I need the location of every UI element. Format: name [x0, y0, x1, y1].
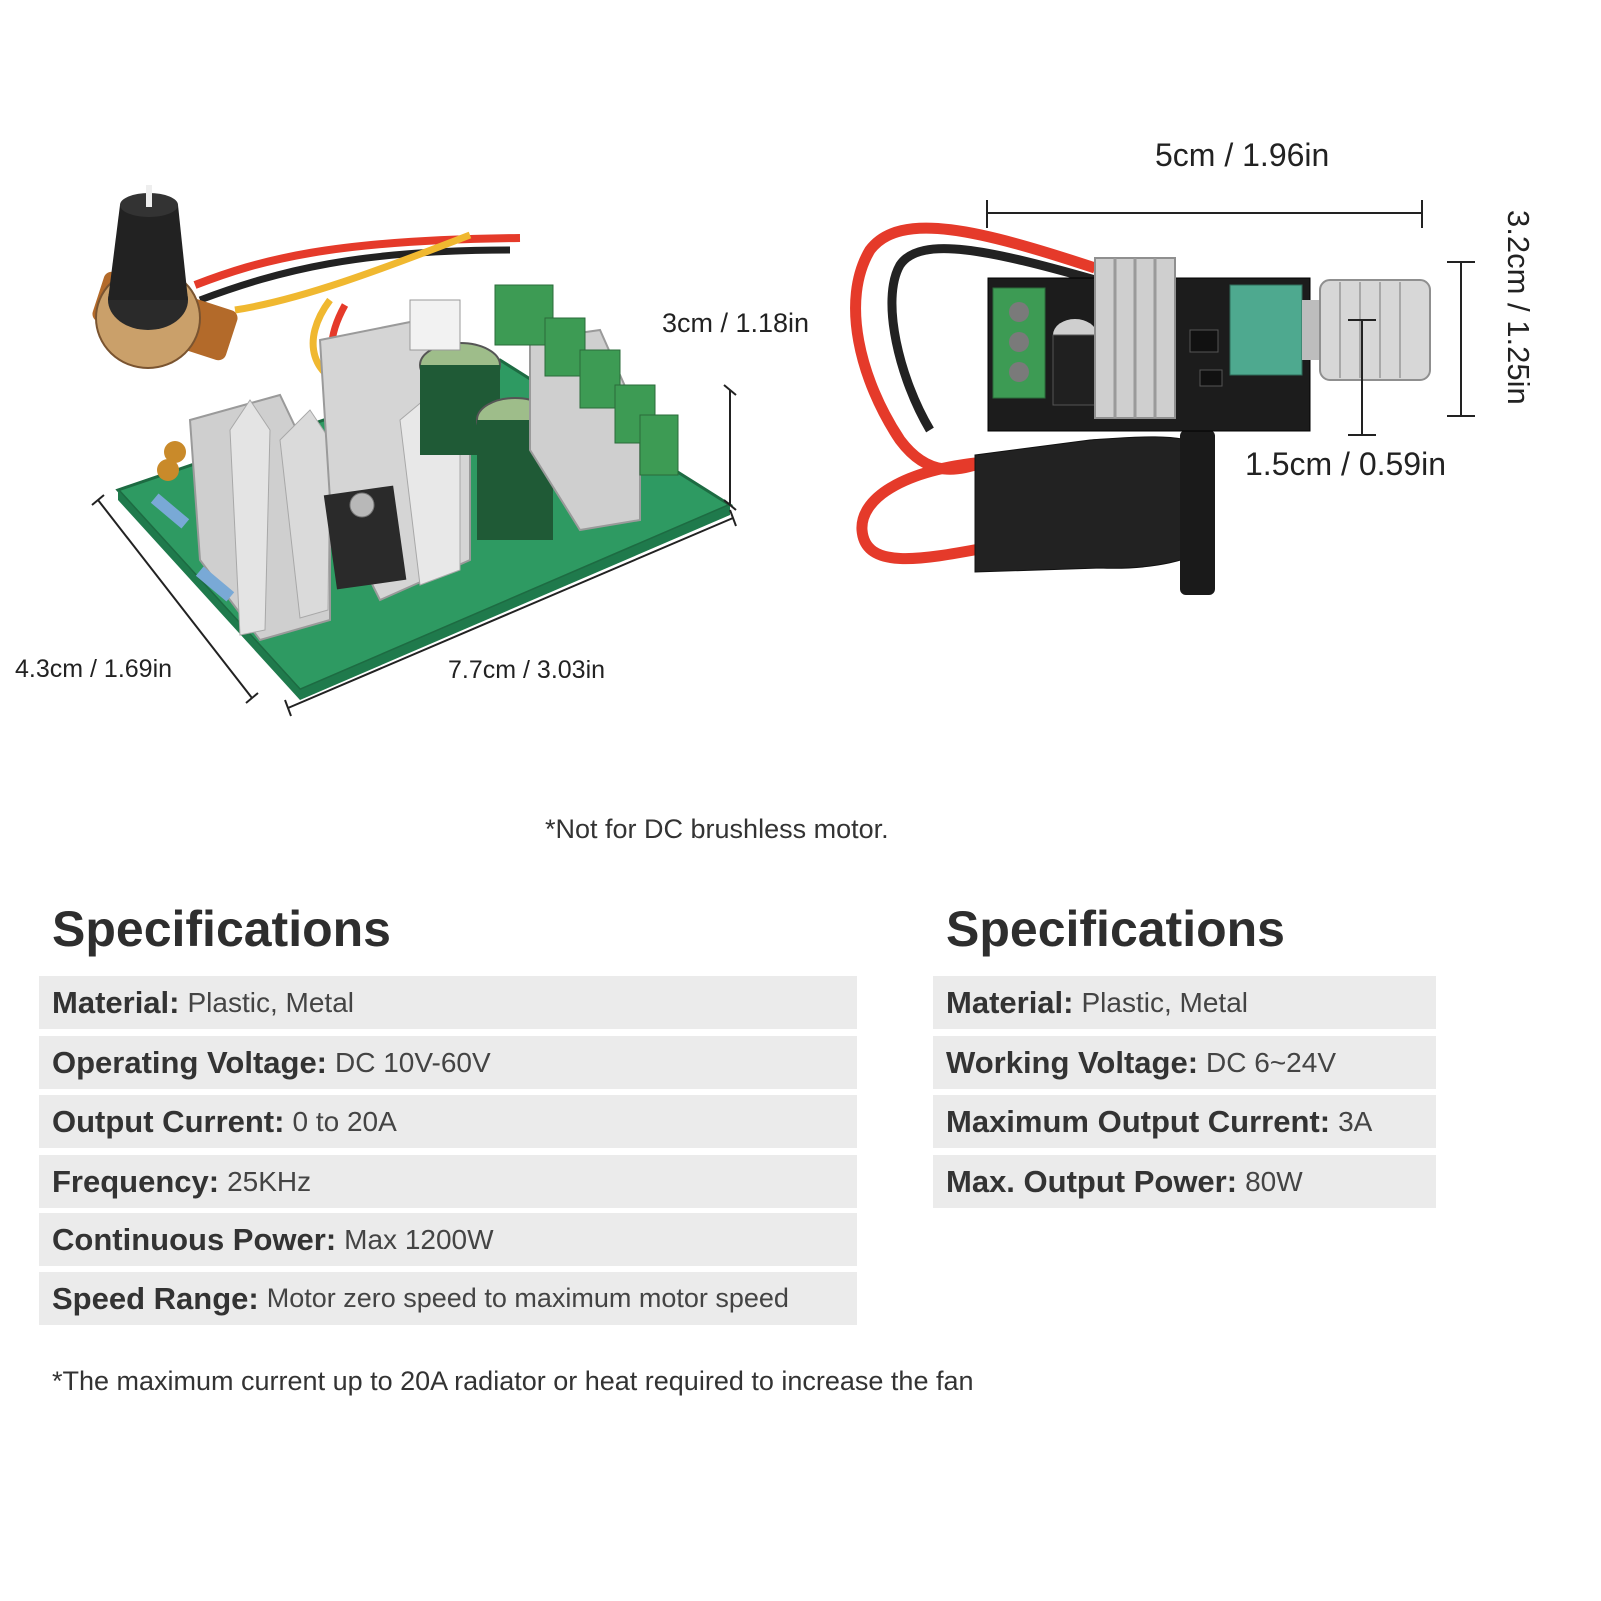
spec-key: Material: [52, 984, 180, 1020]
spec-key: Operating Voltage: [52, 1044, 328, 1080]
small-board-knob-label: 1.5cm / 0.59in [1245, 446, 1446, 482]
large-board-dimension-lines [91, 384, 737, 717]
spec-row: Max. Output Power: 80W [933, 1155, 1436, 1208]
spec-key: Speed Range: [52, 1280, 259, 1316]
small-board-length-label: 5cm / 1.96in [1155, 137, 1330, 173]
spec-value: DC 10V-60V [335, 1046, 491, 1078]
spec-key: Working Voltage: [946, 1044, 1199, 1080]
small-board-dimension-lines [986, 200, 1475, 436]
spec-key: Frequency: [52, 1163, 220, 1199]
spec-key: Max. Output Power: [946, 1163, 1238, 1199]
spec-value: 0 to 20A [292, 1105, 397, 1137]
spec-row: Output Current: 0 to 20A [39, 1095, 857, 1148]
spec-value: 3A [1338, 1105, 1373, 1137]
spec-key: Maximum Output Current: [946, 1103, 1331, 1139]
specs-title-small-board: Specifications [946, 901, 1285, 957]
specs-title-large-board: Specifications [52, 901, 391, 957]
spec-value: Motor zero speed to maximum motor speed [266, 1283, 789, 1313]
spec-value: Plastic, Metal [187, 986, 354, 1018]
spec-value: DC 6~24V [1206, 1046, 1336, 1078]
spec-key: Continuous Power: [52, 1221, 337, 1257]
large-board-width-label: 4.3cm / 1.69in [15, 655, 173, 683]
spec-key: Material: [946, 984, 1074, 1020]
large-controller-board-illustration [92, 185, 734, 700]
spec-row: Speed Range: Motor zero speed to maximum… [39, 1272, 857, 1325]
spec-value: Max 1200W [344, 1223, 494, 1255]
spec-row: Material: Plastic, Metal [39, 976, 857, 1029]
spec-value: 80W [1245, 1165, 1303, 1197]
brushless-note: *Not for DC brushless motor. [545, 814, 889, 844]
small-controller-board-illustration [850, 222, 1431, 595]
spec-row: Material: Plastic, Metal [933, 976, 1436, 1029]
spec-value: 25KHz [227, 1165, 312, 1197]
spec-row: Maximum Output Current: 3A [933, 1095, 1436, 1148]
spec-row: Operating Voltage: DC 10V-60V [39, 1036, 857, 1089]
large-board-height-label: 3cm / 1.18in [662, 308, 810, 338]
spec-row: Working Voltage: DC 6~24V [933, 1036, 1436, 1089]
spec-row: Continuous Power: Max 1200W [39, 1213, 857, 1266]
spec-row: Frequency: 25KHz [39, 1155, 857, 1208]
large-board-length-label: 7.7cm / 3.03in [448, 656, 606, 684]
heat-note: *The maximum current up to 20A radiator … [52, 1366, 974, 1396]
small-board-height-label: 3.2cm / 1.25in [1501, 210, 1536, 405]
spec-key: Output Current: [52, 1103, 285, 1139]
product-illustrations [91, 185, 1475, 717]
spec-value: Plastic, Metal [1081, 986, 1248, 1018]
